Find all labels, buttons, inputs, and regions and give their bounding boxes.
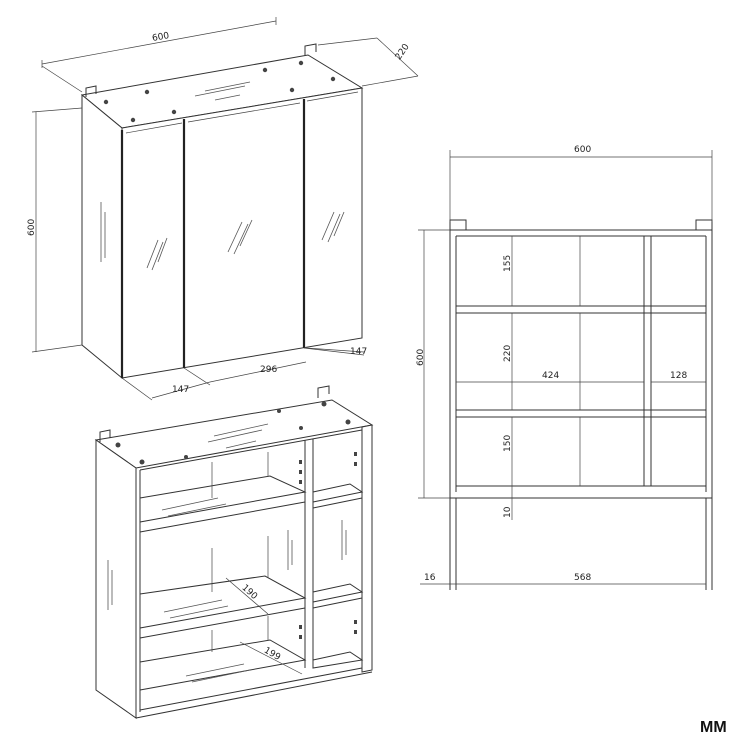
dim-door-right-label: 147	[350, 347, 367, 357]
hanging-bracket-right	[304, 43, 317, 56]
open-glare-marks	[107, 497, 347, 683]
elev-dim-row-bottom-label: 150	[503, 435, 513, 452]
shelf-lower-left	[139, 575, 307, 629]
front-elevation-view: 600 600 155 220 150 10 424 128 16 568	[416, 145, 713, 590]
shelf-upper-left	[139, 475, 307, 523]
open-top-holes	[115, 401, 351, 465]
elev-dim-row-top-label: 155	[503, 255, 513, 272]
mirror-glare-marks	[100, 202, 345, 271]
elev-dim-left-section-label: 424	[542, 371, 559, 381]
shelf-lower-right	[312, 583, 364, 603]
elev-dim-bottom-gap-label: 10	[503, 506, 513, 518]
open-cabinet-view: 190 199	[94, 385, 374, 719]
front-face	[121, 87, 363, 379]
elevation-bracket-right	[695, 219, 713, 230]
open-left-side	[95, 439, 137, 719]
elev-dim-side-offset-label: 16	[424, 573, 436, 583]
hanging-bracket-left	[85, 85, 97, 97]
dim-width-label: 600	[151, 31, 170, 44]
top-mounting-holes	[103, 60, 336, 123]
open-right-side	[361, 424, 373, 673]
shelf-bottom-right	[312, 651, 364, 669]
closed-cabinet-view: 600 220 600 147 296 147	[27, 17, 419, 401]
shelf-pin-holes	[299, 452, 357, 639]
elev-dim-height-label: 600	[416, 349, 426, 366]
unit-label: MM	[700, 719, 727, 736]
dim-door-center-label: 296	[260, 365, 277, 375]
open-bracket-left	[99, 429, 111, 442]
shelf-bottom-left	[139, 639, 307, 691]
dim-door-left-label: 147	[172, 385, 189, 395]
elev-dim-row-middle-label: 220	[503, 345, 513, 362]
elev-dim-inner-width-label: 568	[574, 573, 591, 583]
elev-dim-width-label: 600	[574, 145, 591, 155]
left-side-panel	[81, 93, 123, 380]
dim-height-label: 600	[27, 219, 37, 236]
shelf-upper-right	[312, 483, 364, 503]
elevation-bracket-left	[449, 219, 467, 230]
open-top-panel	[94, 399, 374, 469]
elevation-frame	[449, 229, 713, 499]
elev-dim-right-section-label: 128	[670, 371, 687, 381]
dim-depth-label: 220	[394, 42, 412, 62]
open-bracket-right	[317, 385, 330, 398]
